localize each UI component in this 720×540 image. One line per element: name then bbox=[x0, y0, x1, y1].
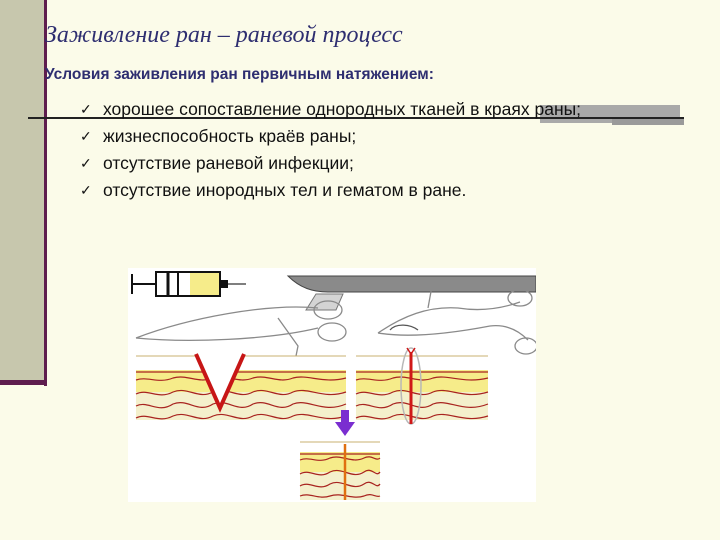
open-wound-tissue bbox=[135, 353, 347, 420]
decor-grey-block-shadow bbox=[612, 118, 684, 125]
slide-title: Заживление ран – раневой процесс bbox=[45, 22, 403, 48]
syringe-icon bbox=[131, 271, 246, 297]
condition-text: хорошее сопоставление однородных тканей … bbox=[103, 99, 582, 119]
left-decor-bar bbox=[0, 0, 44, 383]
condition-text: жизнеспособность краёв раны; bbox=[103, 126, 357, 146]
arrow-down-icon bbox=[335, 410, 355, 436]
left-decor-edge bbox=[44, 0, 47, 386]
healed-wound-tissue bbox=[299, 441, 381, 500]
conditions-list: ✓ хорошее сопоставление однородных тканей… bbox=[80, 98, 650, 206]
checkmark-icon: ✓ bbox=[80, 101, 92, 117]
wound-healing-illustration bbox=[128, 268, 538, 502]
illustration-svg bbox=[131, 271, 538, 500]
condition-text: отсутствие инородных тел и гематом в ран… bbox=[103, 180, 467, 200]
condition-item: ✓ отсутствие инородных тел и гематом в ра… bbox=[80, 179, 650, 201]
divider-line bbox=[28, 117, 684, 119]
condition-item: ✓ жизнеспособность краёв раны; bbox=[80, 125, 650, 147]
sutured-wound-tissue bbox=[355, 347, 489, 425]
checkmark-icon: ✓ bbox=[80, 155, 92, 171]
slide-subtitle: Условия заживления ран первичным натяжен… bbox=[45, 66, 434, 83]
condition-item: ✓ хорошее сопоставление однородных тканей… bbox=[80, 98, 650, 120]
condition-text: отсутствие раневой инфекции; bbox=[103, 153, 354, 173]
left-decor-bottom bbox=[0, 380, 47, 385]
scalpel-icon bbox=[286, 275, 537, 311]
checkmark-icon: ✓ bbox=[80, 128, 92, 144]
condition-item: ✓ отсутствие раневой инфекции; bbox=[80, 152, 650, 174]
checkmark-icon: ✓ bbox=[80, 182, 92, 198]
needle-holder-icon bbox=[377, 285, 538, 355]
scissors-icon bbox=[135, 300, 347, 357]
